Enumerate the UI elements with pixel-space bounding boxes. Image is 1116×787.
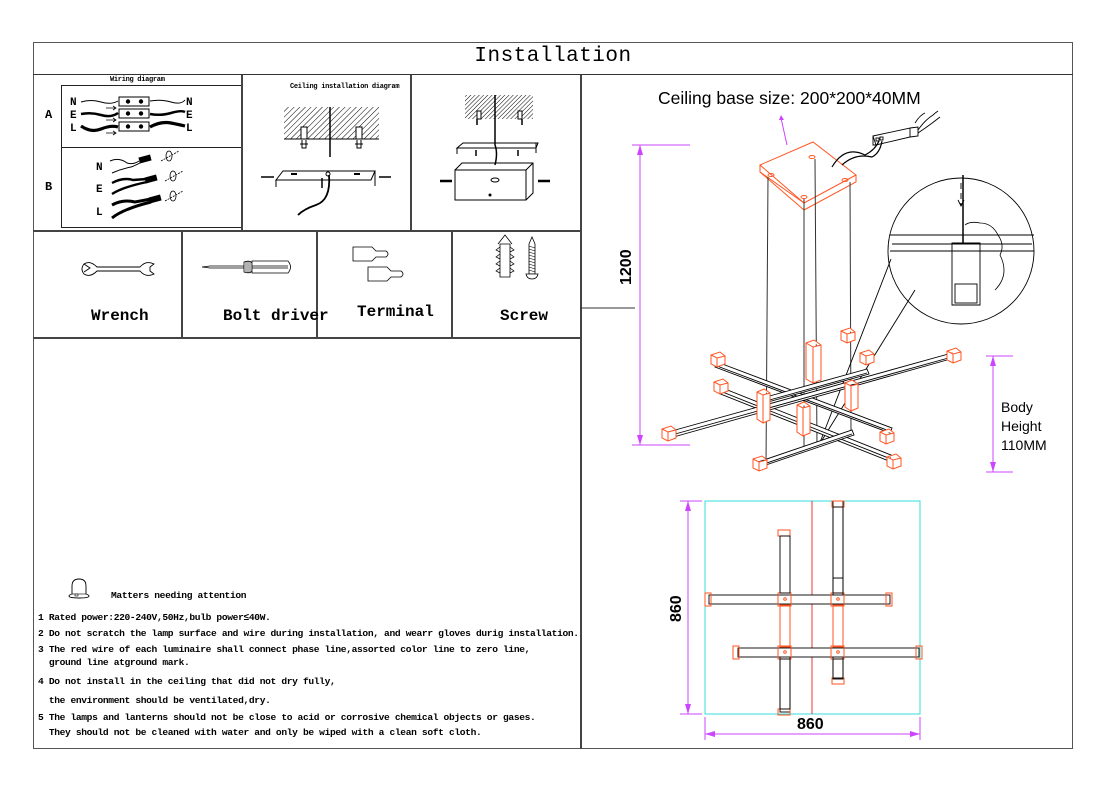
wiring-b-l: L	[96, 207, 103, 219]
wire-nut-icon	[160, 150, 184, 202]
dimension-width-value: 860	[797, 716, 824, 733]
wiring-row-b-label: B	[45, 180, 53, 194]
tools-divider-2	[316, 230, 318, 337]
body-height-line-2: Height	[1001, 418, 1042, 434]
tool-label-screw: Screw	[500, 307, 549, 325]
note-line-5: 5 The lamps and lanterns should not be c…	[38, 712, 536, 723]
wiring-a-l-right: L	[186, 123, 193, 135]
ceiling-hatch	[284, 107, 379, 139]
wiring-a-e-right: E	[186, 110, 193, 122]
title-bar: Installation	[33, 42, 1073, 75]
page-title: Installation	[474, 45, 632, 68]
screw-icon	[495, 234, 539, 280]
product-drawing	[580, 110, 1035, 740]
panel-divider	[580, 75, 582, 749]
note-line-2: 2 Do not scratch the lamp surface and wi…	[38, 628, 579, 639]
screwdriver-icon	[201, 260, 291, 274]
note-line-4b: the environment should be ventilated,dry…	[38, 695, 271, 706]
note-line-5b: They should not be cleaned with water an…	[38, 727, 482, 738]
tools-divider-1	[181, 230, 183, 337]
document-frame	[33, 42, 1073, 749]
dimension-body-height	[986, 355, 1013, 473]
wiring-a-n-left: N	[70, 97, 77, 109]
ceiling-plate-assembly-diagram	[440, 95, 550, 201]
top-view	[680, 500, 923, 740]
divider-diagrams-tools	[33, 230, 580, 232]
wiring-diagram-a: N E L N E L	[70, 96, 193, 136]
wiring-b-n: N	[96, 162, 103, 174]
tools-divider-3	[451, 230, 453, 337]
body-height-label: Body Height 110MM	[1001, 398, 1047, 455]
divider-ceiling-steps	[410, 75, 412, 230]
divider-wiring-ceiling	[241, 75, 243, 230]
note-line-4: 4 Do not install in the ceiling that did…	[38, 676, 336, 687]
note-line-3b: ground line atground mark.	[38, 657, 190, 668]
body-height-line-3: 110MM	[1001, 437, 1047, 453]
wiring-diagram-title: Wiring diagram	[110, 76, 165, 84]
ceiling-base-pointer	[780, 117, 788, 146]
ceiling-installation-diagram	[261, 107, 391, 216]
ceiling-hatch-2	[465, 95, 533, 119]
dimension-depth-value: 860	[668, 595, 685, 622]
luminaire-caps	[661, 327, 962, 472]
terminal-block-icon	[118, 96, 150, 132]
dimension-total-height-value: 1200	[618, 249, 635, 285]
attention-title: Matters needing attention	[111, 590, 247, 601]
wiring-diagram-box	[61, 85, 241, 228]
terminal-icon	[352, 246, 404, 282]
detail-magnifier	[818, 175, 1035, 446]
wiring-a-l-left: L	[70, 123, 77, 135]
bell-icon	[68, 578, 90, 599]
wiring-row-a-label: A	[45, 108, 53, 122]
wiring-diagram-b: N E L	[96, 150, 184, 220]
wiring-row-divider	[61, 147, 241, 148]
wrench-icon	[81, 262, 155, 276]
tool-label-terminal: Terminal	[357, 303, 434, 321]
ceiling-base	[759, 141, 857, 211]
body-height-line-1: Body	[1001, 399, 1033, 415]
ceiling-base-size-label: Ceiling base size: 200*200*40MM	[658, 88, 921, 108]
wiring-b-e: E	[96, 184, 103, 196]
dimension-total-height	[580, 144, 690, 446]
ceiling-diagram-title: Ceiling installation diagram	[290, 83, 400, 91]
note-line-3: 3 The red wire of each luminaire shall c…	[38, 644, 531, 655]
tool-label-wrench: Wrench	[91, 307, 149, 325]
wiring-a-n-right: N	[186, 97, 193, 109]
note-line-1: 1 Rated power:220-240V,50Hz,bulb power≤4…	[38, 612, 271, 623]
divider-tools-notes	[33, 337, 580, 339]
wiring-a-e-left: E	[70, 110, 77, 122]
driver-box	[831, 110, 941, 168]
tool-label-bolt-driver: Bolt driver	[223, 307, 329, 325]
